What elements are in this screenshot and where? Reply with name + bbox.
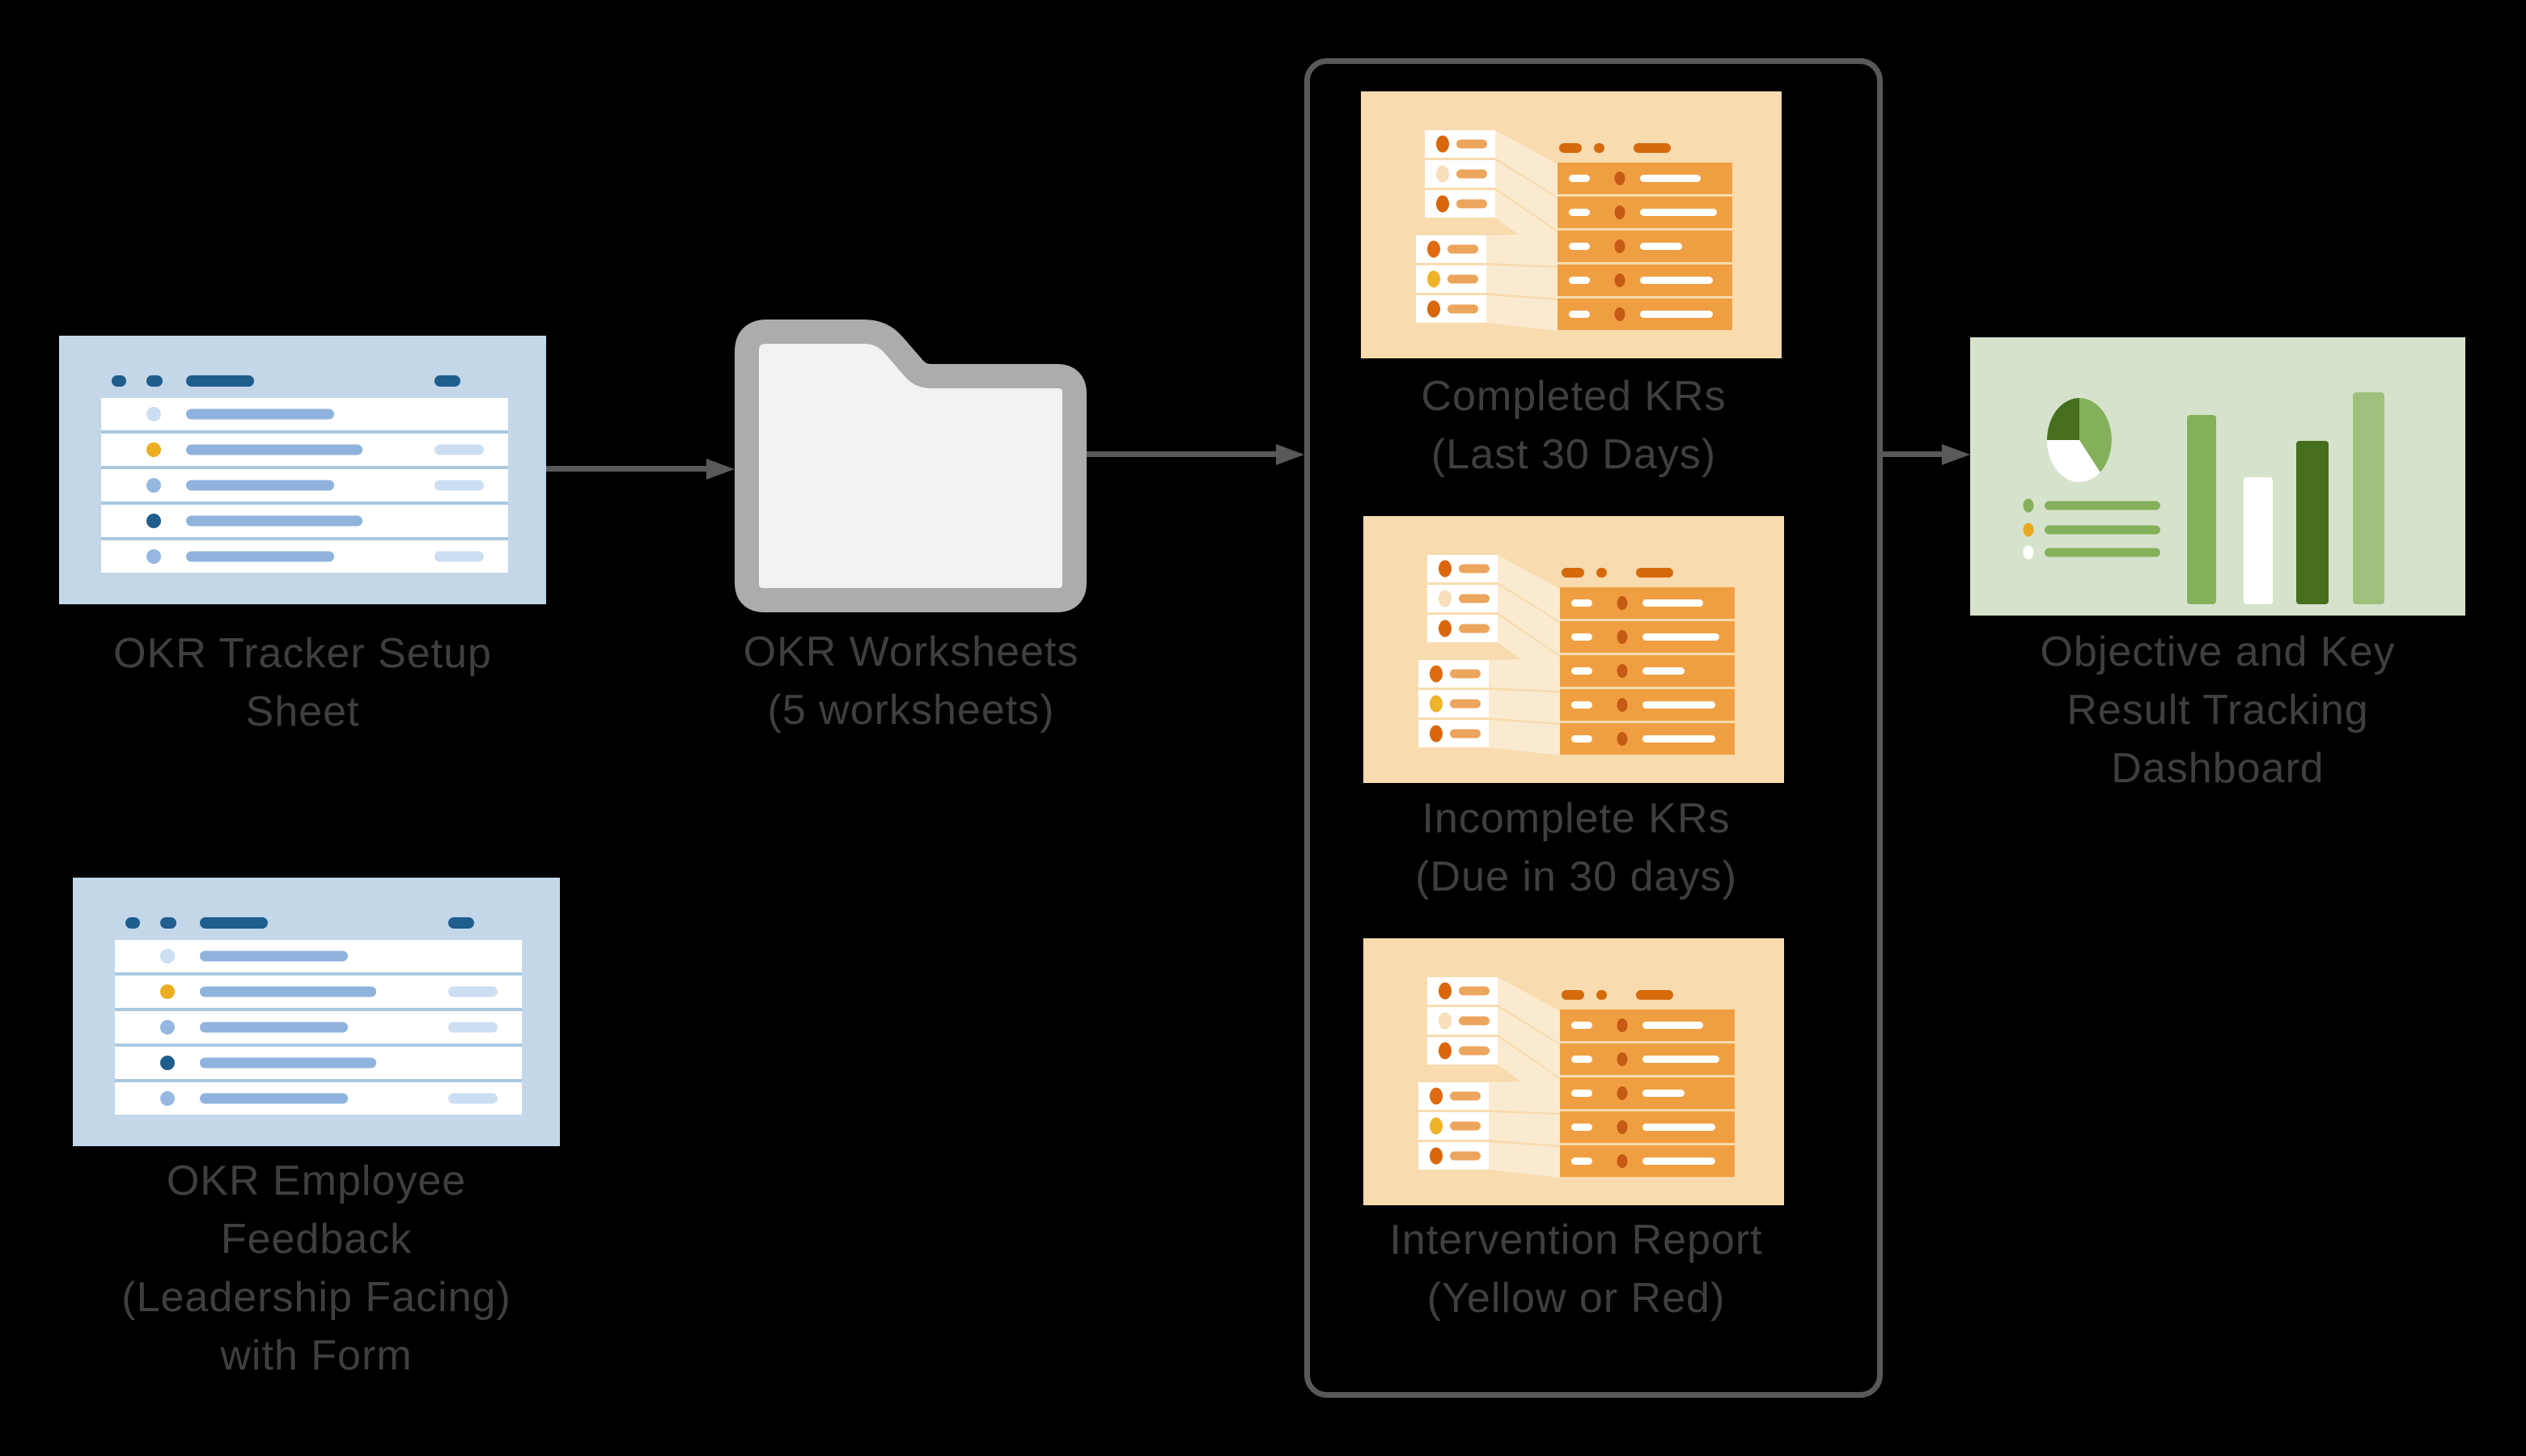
node-label-intervention-report: Intervention Report (Yellow or Red): [1389, 1217, 1763, 1322]
folder-icon: [735, 320, 1087, 612]
arrow-folder-to-reports: [1087, 444, 1304, 465]
report-icon-intervention-report: [1363, 938, 1784, 1205]
arrow-head: [706, 459, 735, 480]
arrow-reports-to-dashboard: [1883, 444, 1970, 465]
arrow-head: [1942, 444, 1970, 465]
arrow-line: [546, 466, 708, 472]
spreadsheet-icon: [73, 878, 560, 1146]
arrow-sheet-to-folder: [546, 459, 735, 480]
node-label-completed-krs: Completed KRs (Last 30 Days): [1421, 373, 1727, 478]
node-label-dashboard: Objective and Key Result Tracking Dashbo…: [2040, 629, 2396, 792]
arrow-head: [1276, 444, 1304, 465]
node-label-incomplete-krs: Incomplete KRs (Due in 30 days): [1415, 795, 1737, 900]
node-label-okr-worksheets: OKR Worksheets (5 worksheets): [743, 629, 1079, 734]
node-label-okr-employee-feedback: OKR Employee Feedback (Leadership Facing…: [121, 1158, 511, 1379]
report-icon-completed-krs: [1361, 91, 1782, 358]
reports-group-panel: [1304, 58, 1883, 1398]
spreadsheet-icon: [59, 336, 546, 604]
dashboard-icon: [1970, 337, 2465, 616]
report-icon-incomplete-krs: [1363, 516, 1784, 783]
arrow-line: [1087, 451, 1278, 457]
node-label-okr-tracker-setup-sheet: OKR Tracker Setup Sheet: [113, 630, 492, 735]
arrow-line: [1883, 451, 1943, 457]
